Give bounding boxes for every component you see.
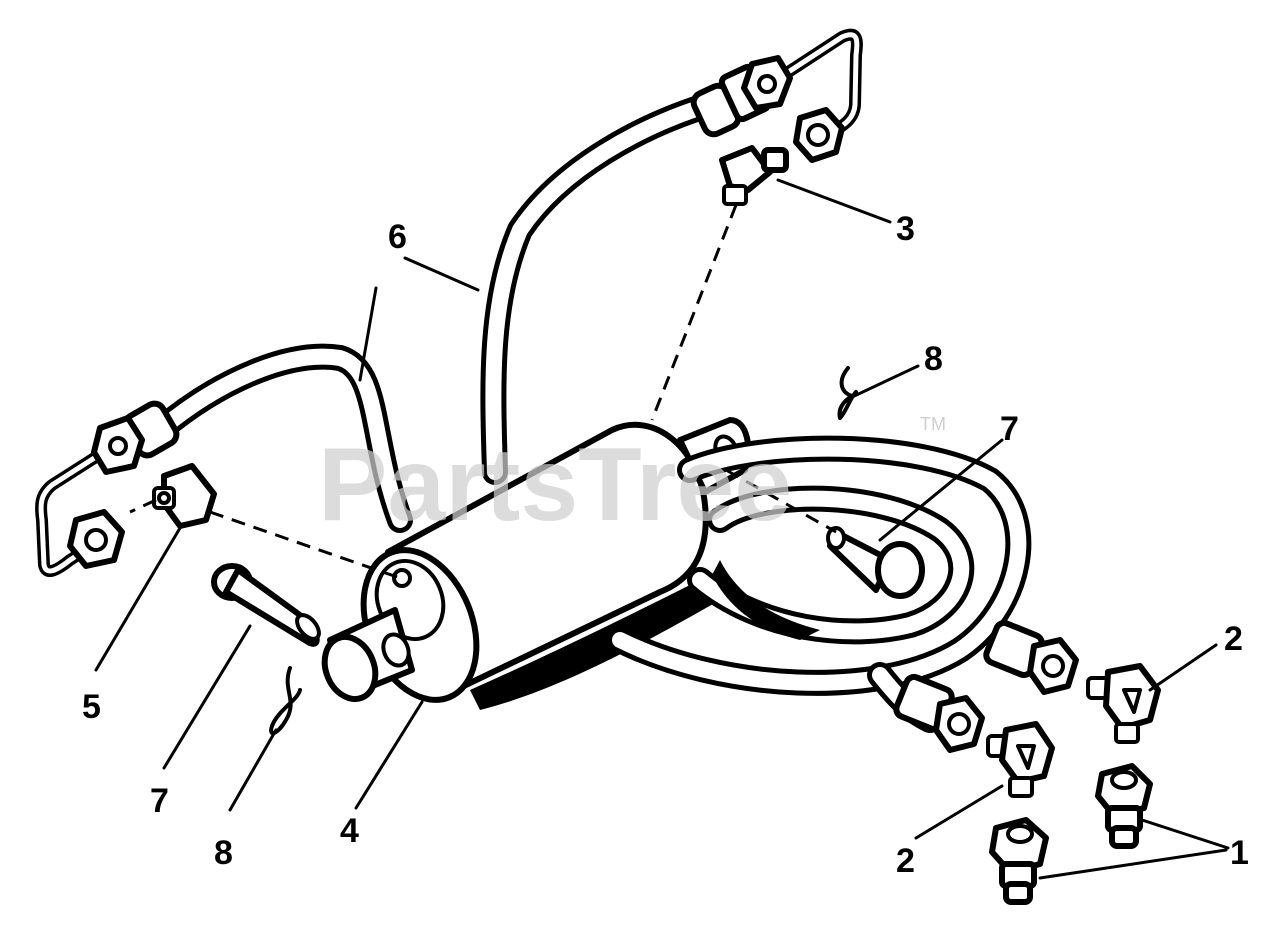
callout-numbers: 6 3 8 7 2 2 1 5 7 8 4 bbox=[82, 210, 1249, 880]
callout-8-left: 8 bbox=[214, 834, 233, 872]
callout-6: 6 bbox=[388, 218, 407, 256]
upper-right-line bbox=[764, 28, 863, 138]
pin-7-left bbox=[211, 563, 321, 647]
callout-4: 4 bbox=[340, 812, 359, 850]
straight-fitting-1-lower bbox=[989, 817, 1049, 905]
callout-8-right: 8 bbox=[924, 340, 943, 378]
upper-nut bbox=[793, 107, 845, 163]
hose-end-fitting-a bbox=[983, 619, 1079, 695]
pin-7-right bbox=[826, 526, 925, 599]
assembly-lines bbox=[129, 204, 837, 580]
callout-3: 3 bbox=[896, 210, 915, 248]
upper-hose-fitting bbox=[690, 55, 793, 138]
leader-lines bbox=[94, 178, 1230, 880]
hairpin-clip-8-right bbox=[837, 366, 858, 420]
callout-1: 1 bbox=[1230, 834, 1249, 872]
callout-7-left: 7 bbox=[150, 782, 169, 820]
callout-2-upper: 2 bbox=[1224, 620, 1243, 658]
left-nut bbox=[67, 509, 125, 569]
watermark: PartsTree TM bbox=[318, 414, 946, 543]
elbow-fitting-2-upper bbox=[1086, 663, 1161, 744]
elbow-fitting-2-lower bbox=[986, 721, 1055, 798]
upper-hose bbox=[480, 90, 728, 485]
watermark-text: PartsTree bbox=[318, 427, 792, 543]
hairpin-clip-8-left bbox=[269, 666, 302, 736]
coiled-hoses bbox=[607, 435, 1032, 733]
callout-2-lower: 2 bbox=[896, 842, 915, 880]
elbow-fitting-5 bbox=[152, 463, 217, 529]
straight-fitting-1-upper bbox=[1095, 763, 1153, 849]
hydraulic-cylinder bbox=[321, 417, 752, 710]
callout-7-right: 7 bbox=[1000, 410, 1019, 448]
left-hose-fitting bbox=[91, 400, 180, 475]
left-line bbox=[35, 442, 116, 577]
elbow-fitting-3 bbox=[719, 145, 789, 206]
watermark-trademark: TM bbox=[920, 414, 946, 434]
left-hose bbox=[147, 343, 413, 533]
callout-5: 5 bbox=[82, 688, 101, 726]
hose-end-fitting-b bbox=[893, 673, 985, 753]
